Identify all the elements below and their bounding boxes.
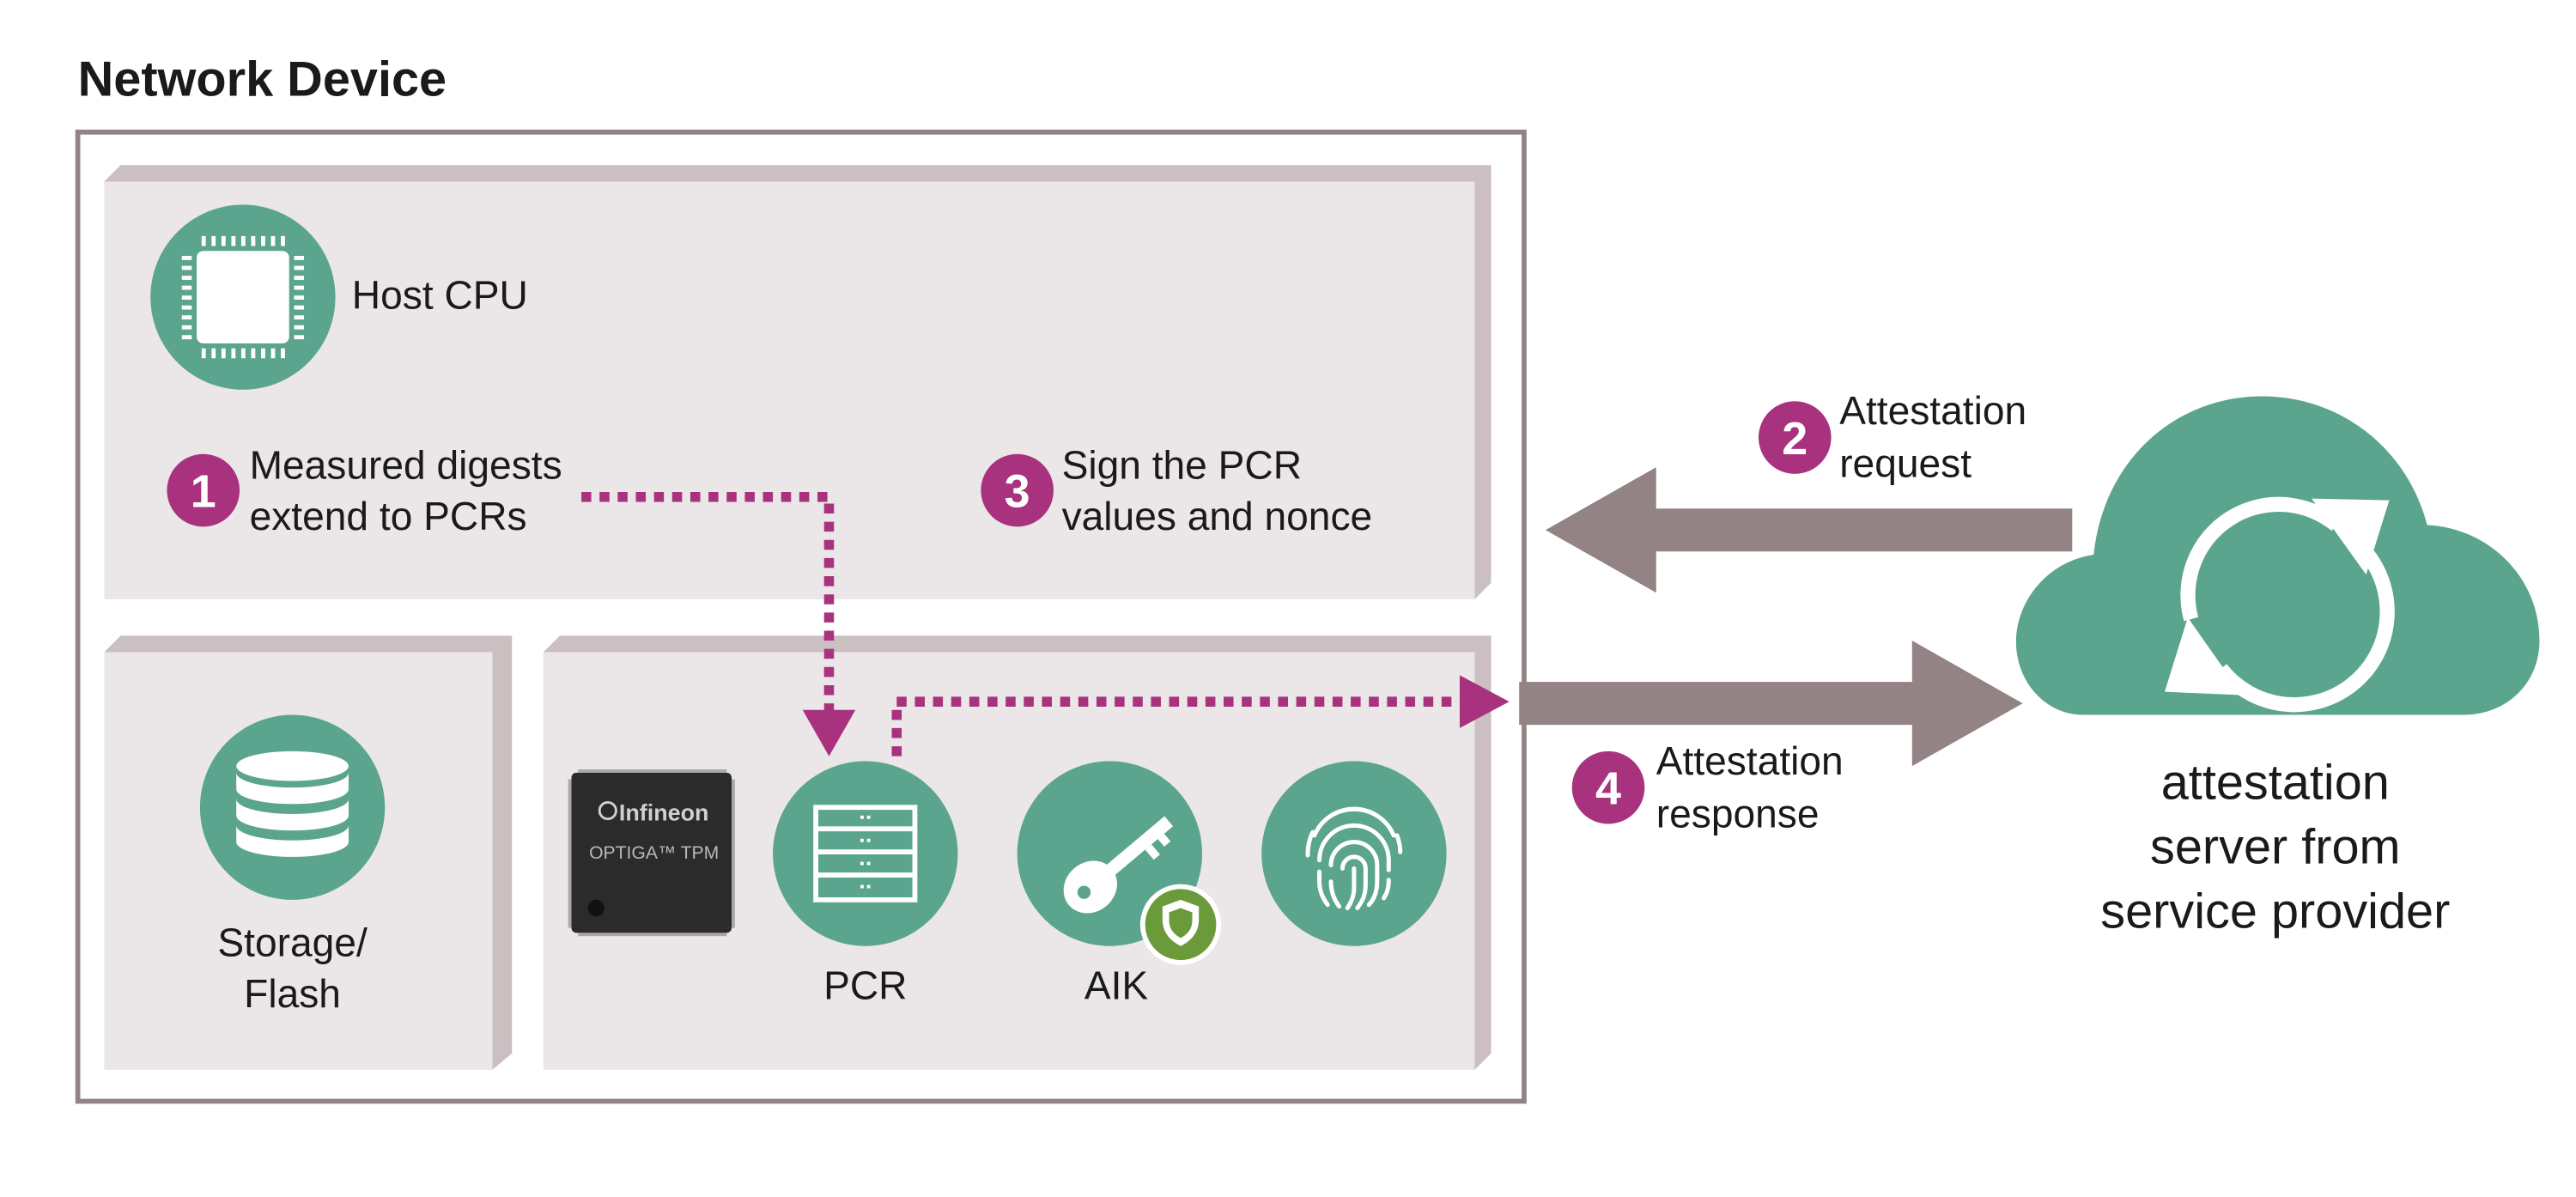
step-1-line1: Measured digests bbox=[250, 443, 562, 488]
step-1: 1 Measured digests extend to PCRs bbox=[167, 443, 562, 538]
step-3-line1: Sign the PCR bbox=[1062, 443, 1302, 488]
pcr-label: PCR bbox=[823, 963, 907, 1007]
tpm-chip: Infineon OPTIGA™ TPM bbox=[568, 769, 735, 937]
tpm-brand: Infineon bbox=[619, 800, 709, 826]
step-4-line1: Attestation bbox=[1656, 738, 1844, 783]
attestation-request-arrow bbox=[1545, 467, 2073, 593]
tpm-product: OPTIGA™ TPM bbox=[589, 843, 719, 863]
diagram-title: Network Device bbox=[78, 52, 447, 107]
server-rack-icon bbox=[773, 761, 958, 946]
step-3-line2: values and nonce bbox=[1062, 494, 1373, 538]
host-cpu-panel bbox=[104, 165, 1492, 599]
server-label-line3: service provider bbox=[2100, 884, 2450, 939]
step-2-line2: request bbox=[1839, 441, 1971, 486]
step-2-badge bbox=[1758, 401, 1832, 474]
step-4: 4 Attestation response bbox=[1571, 738, 1844, 835]
step-1-number: 1 bbox=[191, 465, 216, 517]
database-icon bbox=[199, 714, 386, 900]
step-1-line2: extend to PCRs bbox=[250, 494, 527, 538]
step-1-badge bbox=[167, 453, 240, 527]
measure-flow-arrow bbox=[581, 491, 856, 756]
step-2-number: 2 bbox=[1782, 413, 1807, 465]
step-3-badge bbox=[981, 453, 1054, 527]
infineon-logo bbox=[598, 801, 617, 821]
step-2: 2 Attestation request bbox=[1758, 388, 2026, 486]
storage-label-line1: Storage/ bbox=[217, 920, 368, 964]
aik-label: AIK bbox=[1084, 963, 1149, 1007]
storage-label-line2: Flash bbox=[244, 971, 341, 1016]
step-3: 3 Sign the PCR values and nonce bbox=[981, 443, 1373, 538]
server-label-line1: attestation bbox=[2161, 756, 2390, 811]
step-2-line1: Attestation bbox=[1839, 388, 2026, 433]
step-4-number: 4 bbox=[1595, 763, 1621, 814]
attestation-response-arrow bbox=[1519, 641, 2023, 767]
host-cpu-label: Host CPU bbox=[352, 273, 528, 318]
step-4-line2: response bbox=[1656, 791, 1820, 835]
step-4-badge bbox=[1571, 750, 1645, 824]
fingerprint-icon bbox=[1261, 761, 1447, 946]
cpu-chip-icon bbox=[150, 204, 336, 390]
step-3-number: 3 bbox=[1005, 465, 1030, 517]
shield-icon bbox=[1139, 884, 1222, 965]
sign-flow-arrow bbox=[891, 675, 1510, 756]
cloud-sync-icon bbox=[2015, 396, 2540, 715]
server-label-line2: server from bbox=[2150, 820, 2401, 875]
